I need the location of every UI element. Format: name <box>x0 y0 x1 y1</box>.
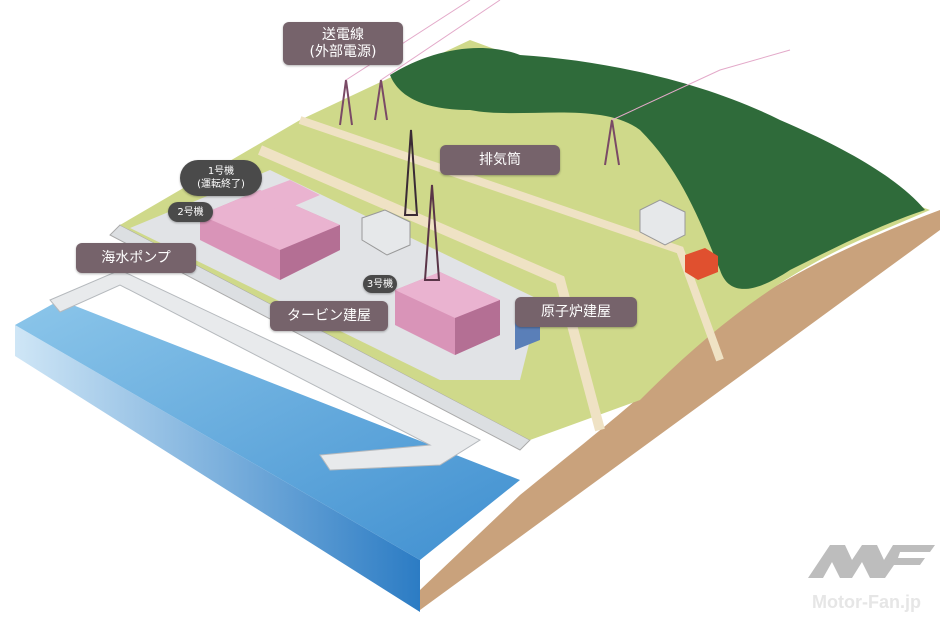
label-unit-1: 1号機 (運転終了) <box>180 160 262 196</box>
label-seawater-pump: 海水ポンプ <box>76 243 196 273</box>
label-text: 送電線 <box>322 26 364 43</box>
sea-front-face <box>15 325 420 612</box>
logo-text: Motor-Fan.jp <box>812 592 921 612</box>
unit-3-buildings <box>395 272 540 355</box>
units-1-2-buildings <box>200 180 340 280</box>
road <box>258 145 605 432</box>
label-power-line: 送電線(外部電源) <box>283 22 403 65</box>
transmission-towers <box>339 0 791 166</box>
logo-mark <box>808 545 935 578</box>
sea-surface <box>15 300 520 560</box>
office-building <box>361 209 411 256</box>
exhaust-stack <box>423 184 441 281</box>
label-unit-3: 3号機 <box>363 275 397 293</box>
breakwater <box>49 269 482 471</box>
seawall <box>109 224 531 451</box>
label-text: (運転終了) <box>197 179 245 190</box>
vehicles <box>685 248 718 280</box>
label-reactor-building: 原子炉建屋 <box>515 297 637 327</box>
road <box>298 116 724 362</box>
label-turbine-building: タービン建屋 <box>270 301 388 331</box>
exhaust-stack <box>403 129 419 216</box>
office-building <box>639 199 686 246</box>
label-text: 1号機 <box>207 166 235 177</box>
earth-cross-section <box>420 210 940 610</box>
label-exhaust-stack: 排気筒 <box>440 145 560 175</box>
label-unit-2: 2号機 <box>168 202 213 222</box>
forest <box>390 47 925 289</box>
label-text: (外部電源) <box>309 43 377 60</box>
